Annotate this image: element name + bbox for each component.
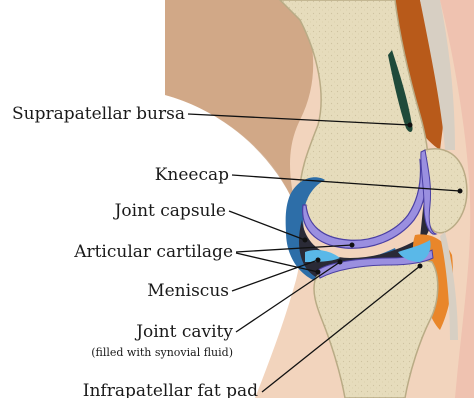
leader-dot-joint-cavity	[338, 260, 343, 265]
leader-dot-kneecap	[458, 189, 463, 194]
label-kneecap: Kneecap	[155, 165, 229, 185]
label-articular-cartilage: Articular cartilage	[73, 242, 233, 262]
leader-dot-meniscus	[316, 258, 321, 263]
leader-dot-infrapatellar-fat-pad	[418, 264, 423, 269]
label-joint-capsule: Joint capsule	[113, 201, 226, 221]
leader-dot-articular-cartilage-2	[316, 270, 321, 275]
leader-dot-suprapatellar-bursa	[408, 123, 413, 128]
label-meniscus: Meniscus	[147, 281, 229, 301]
leader-dot-articular-cartilage-1	[350, 243, 355, 248]
label-suprapatellar-bursa: Suprapatellar bursa	[12, 104, 185, 124]
label-infrapatellar-fat-pad: Infrapatellar fat pad	[83, 381, 258, 398]
label-joint-cavity: Joint cavity	[134, 322, 233, 342]
label-joint-cavity-note: (filled with synovial fluid)	[91, 346, 233, 359]
leader-dot-joint-capsule	[303, 238, 308, 243]
